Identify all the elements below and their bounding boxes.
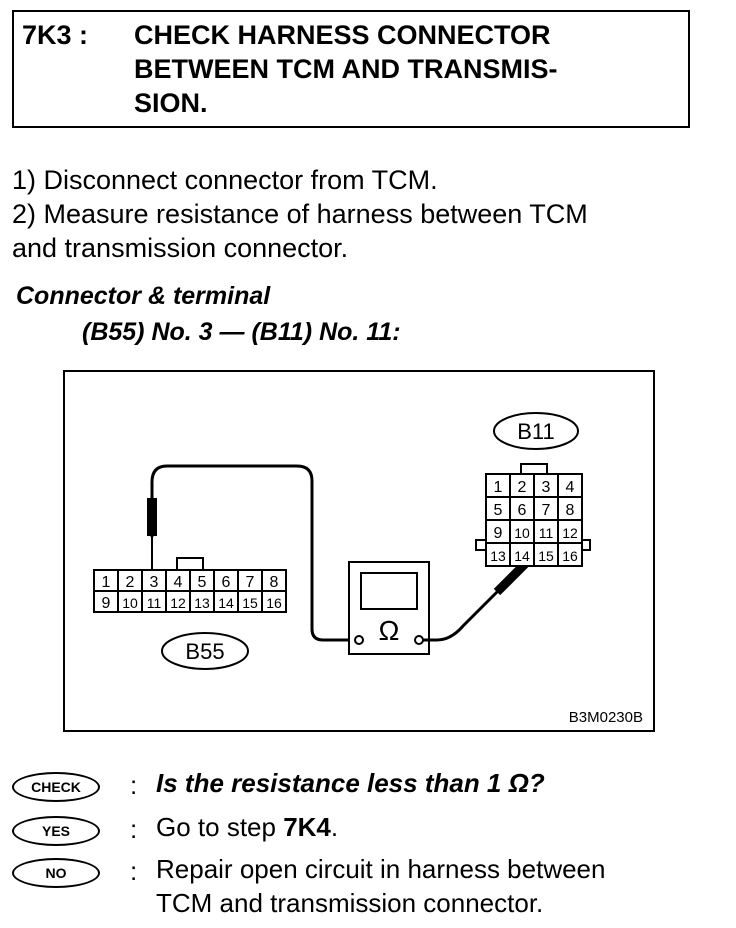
b11-pin-14: 14 [514, 548, 530, 564]
test-lead-left [150, 464, 355, 642]
ohm-symbol: Ω [379, 615, 400, 646]
b11-pin-11: 11 [539, 525, 554, 541]
b55-pin-3: 3 [150, 574, 159, 591]
b11-label: B11 [517, 419, 555, 444]
step-title-line-3: SION. [134, 88, 208, 118]
b11-pin-10: 10 [514, 525, 530, 541]
b11-label-ellipse [493, 412, 579, 450]
instruction-2: 2) Measure resistance of harness between… [12, 199, 588, 229]
connector-heading: Connector & terminal [16, 282, 271, 310]
b55-pin-8: 8 [270, 574, 279, 591]
no-text-line-2: TCM and transmission connector. [156, 888, 544, 918]
step-header: 7K3 : CHECK HARNESS CONNECTOR BETWEEN TC… [12, 10, 690, 128]
yes-suffix: . [330, 812, 339, 842]
b55-pin-10: 10 [122, 595, 138, 611]
check-badge: CHECK [12, 772, 100, 802]
yes-badge: YES [12, 816, 100, 846]
no-badge: NO [12, 858, 100, 888]
b55-pin-9: 9 [102, 595, 111, 612]
check-colon: : [130, 770, 138, 800]
figure-code: B3M0230B [569, 709, 643, 726]
yes-text: Go to step 7K4. [156, 810, 338, 844]
check-question: Is the resistance less than 1 Ω? [156, 768, 545, 798]
step-code: 7K3 : [22, 20, 89, 50]
b55-label-ellipse [161, 632, 249, 670]
connector-spec: (B55) No. 3 — (B11) No. 11: [82, 318, 401, 346]
b55-label: B55 [185, 639, 224, 664]
instruction-1: 1) Disconnect connector from TCM. [12, 165, 438, 195]
ohmmeter: Ω [348, 561, 430, 655]
b55-pin-1: 1 [102, 574, 111, 591]
b11-pin-2: 2 [518, 479, 527, 496]
step-title-line-1: CHECK HARNESS CONNECTOR [134, 20, 551, 50]
b11-pin-13: 13 [490, 548, 506, 564]
b11-pin-4: 4 [566, 479, 575, 496]
b11-pin-5: 5 [494, 502, 503, 519]
b11-pin-12: 12 [562, 525, 578, 541]
yes-colon: : [130, 814, 138, 844]
b11-pin-15: 15 [538, 548, 554, 564]
b11-pin-8: 8 [566, 502, 575, 519]
b55-pin-2: 2 [126, 574, 135, 591]
b11-pin-9: 9 [494, 525, 503, 542]
b55-pin-12: 12 [170, 595, 186, 611]
b55-pin-14: 14 [218, 595, 234, 611]
step-title: CHECK HARNESS CONNECTOR BETWEEN TCM AND … [134, 18, 684, 120]
b55-pin-16: 16 [266, 595, 282, 611]
b55-pin-15: 15 [242, 595, 258, 611]
test-lead-right [423, 582, 507, 642]
b11-pin-1: 1 [494, 479, 503, 496]
b11-pin-16: 16 [562, 548, 578, 564]
b55-pin-5: 5 [198, 574, 207, 591]
instruction-2-cont: and transmission connector. [12, 233, 349, 263]
yes-next-step: 7K4 [283, 812, 331, 842]
b55-pin-11: 11 [147, 595, 162, 611]
probe-left [147, 498, 157, 536]
b55-pin-7: 7 [246, 574, 255, 591]
b55-pin-4: 4 [174, 574, 183, 591]
b55-pin-13: 13 [194, 595, 210, 611]
b55-pin-6: 6 [222, 574, 231, 591]
b11-pin-3: 3 [542, 479, 551, 496]
no-text-line-1: Repair open circuit in harness between [156, 854, 606, 884]
yes-prefix: Go to step [156, 812, 284, 842]
b11-pin-7: 7 [542, 502, 551, 519]
b11-pin-6: 6 [518, 502, 527, 519]
step-title-line-2: BETWEEN TCM AND TRANSMIS- [134, 54, 558, 84]
no-colon: : [130, 856, 138, 886]
